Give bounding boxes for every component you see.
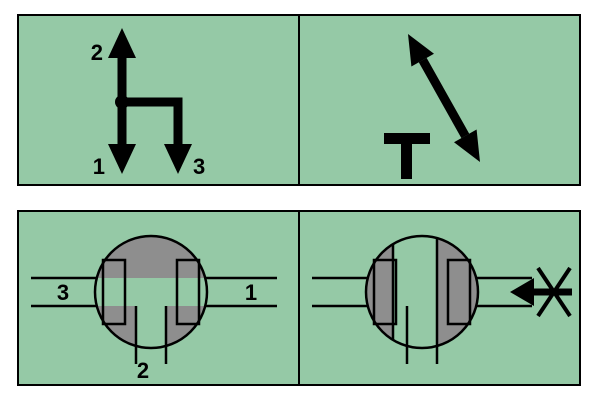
diagonal-double-arrow-shaft bbox=[418, 57, 470, 139]
arrow-down-right-icon bbox=[164, 144, 192, 174]
port-label-bottom-right: 3 bbox=[193, 154, 205, 179]
flow-schematic-drawing: 2 1 3 bbox=[91, 28, 205, 179]
port-label-right: 1 bbox=[245, 280, 257, 305]
port-label-top: 2 bbox=[91, 40, 103, 65]
t-handle-stem-icon bbox=[401, 144, 412, 179]
port-label-bottom-left: 1 bbox=[93, 154, 105, 179]
handle-direction-drawing bbox=[384, 34, 480, 179]
branch-flow-line bbox=[122, 97, 183, 144]
no-flow-arrow-icon bbox=[510, 266, 572, 318]
t-handle-bar-icon bbox=[384, 133, 430, 144]
arrow-up-icon bbox=[108, 28, 136, 58]
diagonal-arrow-head-down-icon bbox=[454, 129, 480, 162]
arrow-down-left-icon bbox=[108, 144, 136, 174]
bottom-row: 3 1 2 bbox=[17, 210, 581, 386]
left-flange-rect bbox=[372, 258, 398, 326]
left-flange-rect bbox=[101, 258, 127, 326]
panel-valve-section-open: 3 1 2 bbox=[17, 210, 300, 386]
ball-outline bbox=[93, 234, 209, 350]
panel-handle-direction bbox=[298, 14, 581, 186]
port-label-bottom: 2 bbox=[137, 358, 149, 383]
diagonal-arrow-head-up-icon bbox=[408, 34, 434, 67]
top-row: 2 1 3 bbox=[17, 14, 581, 186]
right-flange-rect bbox=[446, 258, 472, 326]
right-flange-rect bbox=[175, 258, 201, 326]
ball-outline bbox=[364, 234, 480, 350]
panel-valve-section-closed bbox=[298, 210, 581, 386]
gray-left-crescent bbox=[366, 236, 393, 348]
no-flow-cross-line-2 bbox=[536, 266, 572, 318]
no-flow-arrow-head bbox=[510, 278, 534, 306]
panel-flow-schematic: 2 1 3 bbox=[17, 14, 300, 186]
port-label-left: 3 bbox=[57, 280, 69, 305]
valve-section-closed-drawing bbox=[312, 234, 572, 364]
gray-top-cap bbox=[95, 236, 207, 278]
valve-section-open-drawing: 3 1 2 bbox=[31, 234, 277, 383]
